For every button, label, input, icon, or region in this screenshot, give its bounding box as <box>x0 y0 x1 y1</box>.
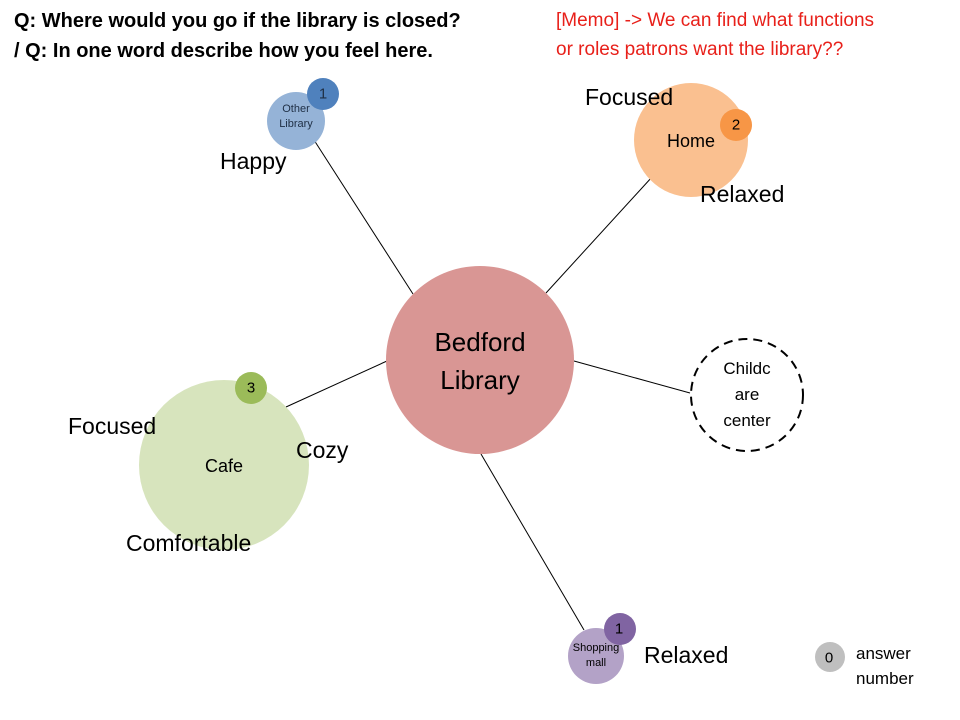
node-home <box>634 83 748 197</box>
feeling-home-relaxed: Relaxed <box>700 181 785 207</box>
other-library-label-line-1: Other <box>282 103 310 115</box>
legend-text: answer number <box>856 641 914 691</box>
connector-home <box>545 176 653 294</box>
shopping-mall-label: Shopping mall <box>573 641 620 671</box>
badge-other-library <box>307 78 339 110</box>
shopping-mall-label-line-2: mall <box>585 657 607 669</box>
childcare-label-line-3: center <box>723 411 771 430</box>
questions: Q: Where would you go if the library is … <box>14 6 461 66</box>
node-bedford-library <box>386 266 574 454</box>
connector-cafe <box>285 360 388 408</box>
cafe-count: 3 <box>246 379 256 397</box>
memo-line-1: [Memo] -> We can find what functions <box>556 10 875 31</box>
center-label: Bedford Library <box>434 323 525 399</box>
cafe-label: Cafe <box>204 456 244 476</box>
feeling-happy: Happy <box>220 148 287 174</box>
feeling-cafe-comfortable: Comfortable <box>126 530 252 556</box>
node-childcare <box>690 338 804 452</box>
badge-shopping-mall <box>604 613 636 645</box>
other-library-count: 1 <box>318 85 328 103</box>
legend-badge <box>815 642 845 672</box>
childcare-label-line-2: are <box>734 385 760 404</box>
center-label-line-1: Bedford <box>434 327 526 357</box>
shopping-mall-label-line-1: Shopping <box>572 642 620 654</box>
childcare-label: Childc are center <box>723 356 770 434</box>
feeling-mall-relaxed: Relaxed <box>644 642 729 668</box>
connector-shopping-mall <box>480 453 585 631</box>
feeling-home-focused: Focused <box>585 84 674 110</box>
other-library-label: Other Library <box>279 102 313 132</box>
badge-cafe <box>235 372 267 404</box>
home-count: 2 <box>731 116 741 134</box>
legend-badge-value: 0 <box>824 649 834 667</box>
memo-line-2: or roles patrons want the library?? <box>556 39 844 60</box>
shopping-mall-count: 1 <box>614 620 624 638</box>
legend-line-1: answer <box>856 644 911 663</box>
other-library-label-line-2: Library <box>279 118 313 130</box>
badge-home <box>720 109 752 141</box>
connector-other-library <box>313 139 414 295</box>
connector-childcare <box>573 360 691 394</box>
feeling-cafe-cozy: Cozy <box>296 437 349 463</box>
home-label: Home <box>666 131 716 151</box>
childcare-label-line-1: Childc <box>723 359 771 378</box>
feeling-cafe-focused: Focused <box>68 413 157 439</box>
node-cafe <box>139 380 309 550</box>
question-2: / Q: In one word describe how you feel h… <box>14 40 433 62</box>
node-shopping-mall <box>568 628 624 684</box>
memo-note: [Memo] -> We can find what functions or … <box>556 6 874 64</box>
legend-line-2: number <box>856 669 914 688</box>
center-label-line-2: Library <box>440 365 520 395</box>
question-1: Q: Where would you go if the library is … <box>14 10 461 32</box>
node-other-library <box>267 92 325 150</box>
